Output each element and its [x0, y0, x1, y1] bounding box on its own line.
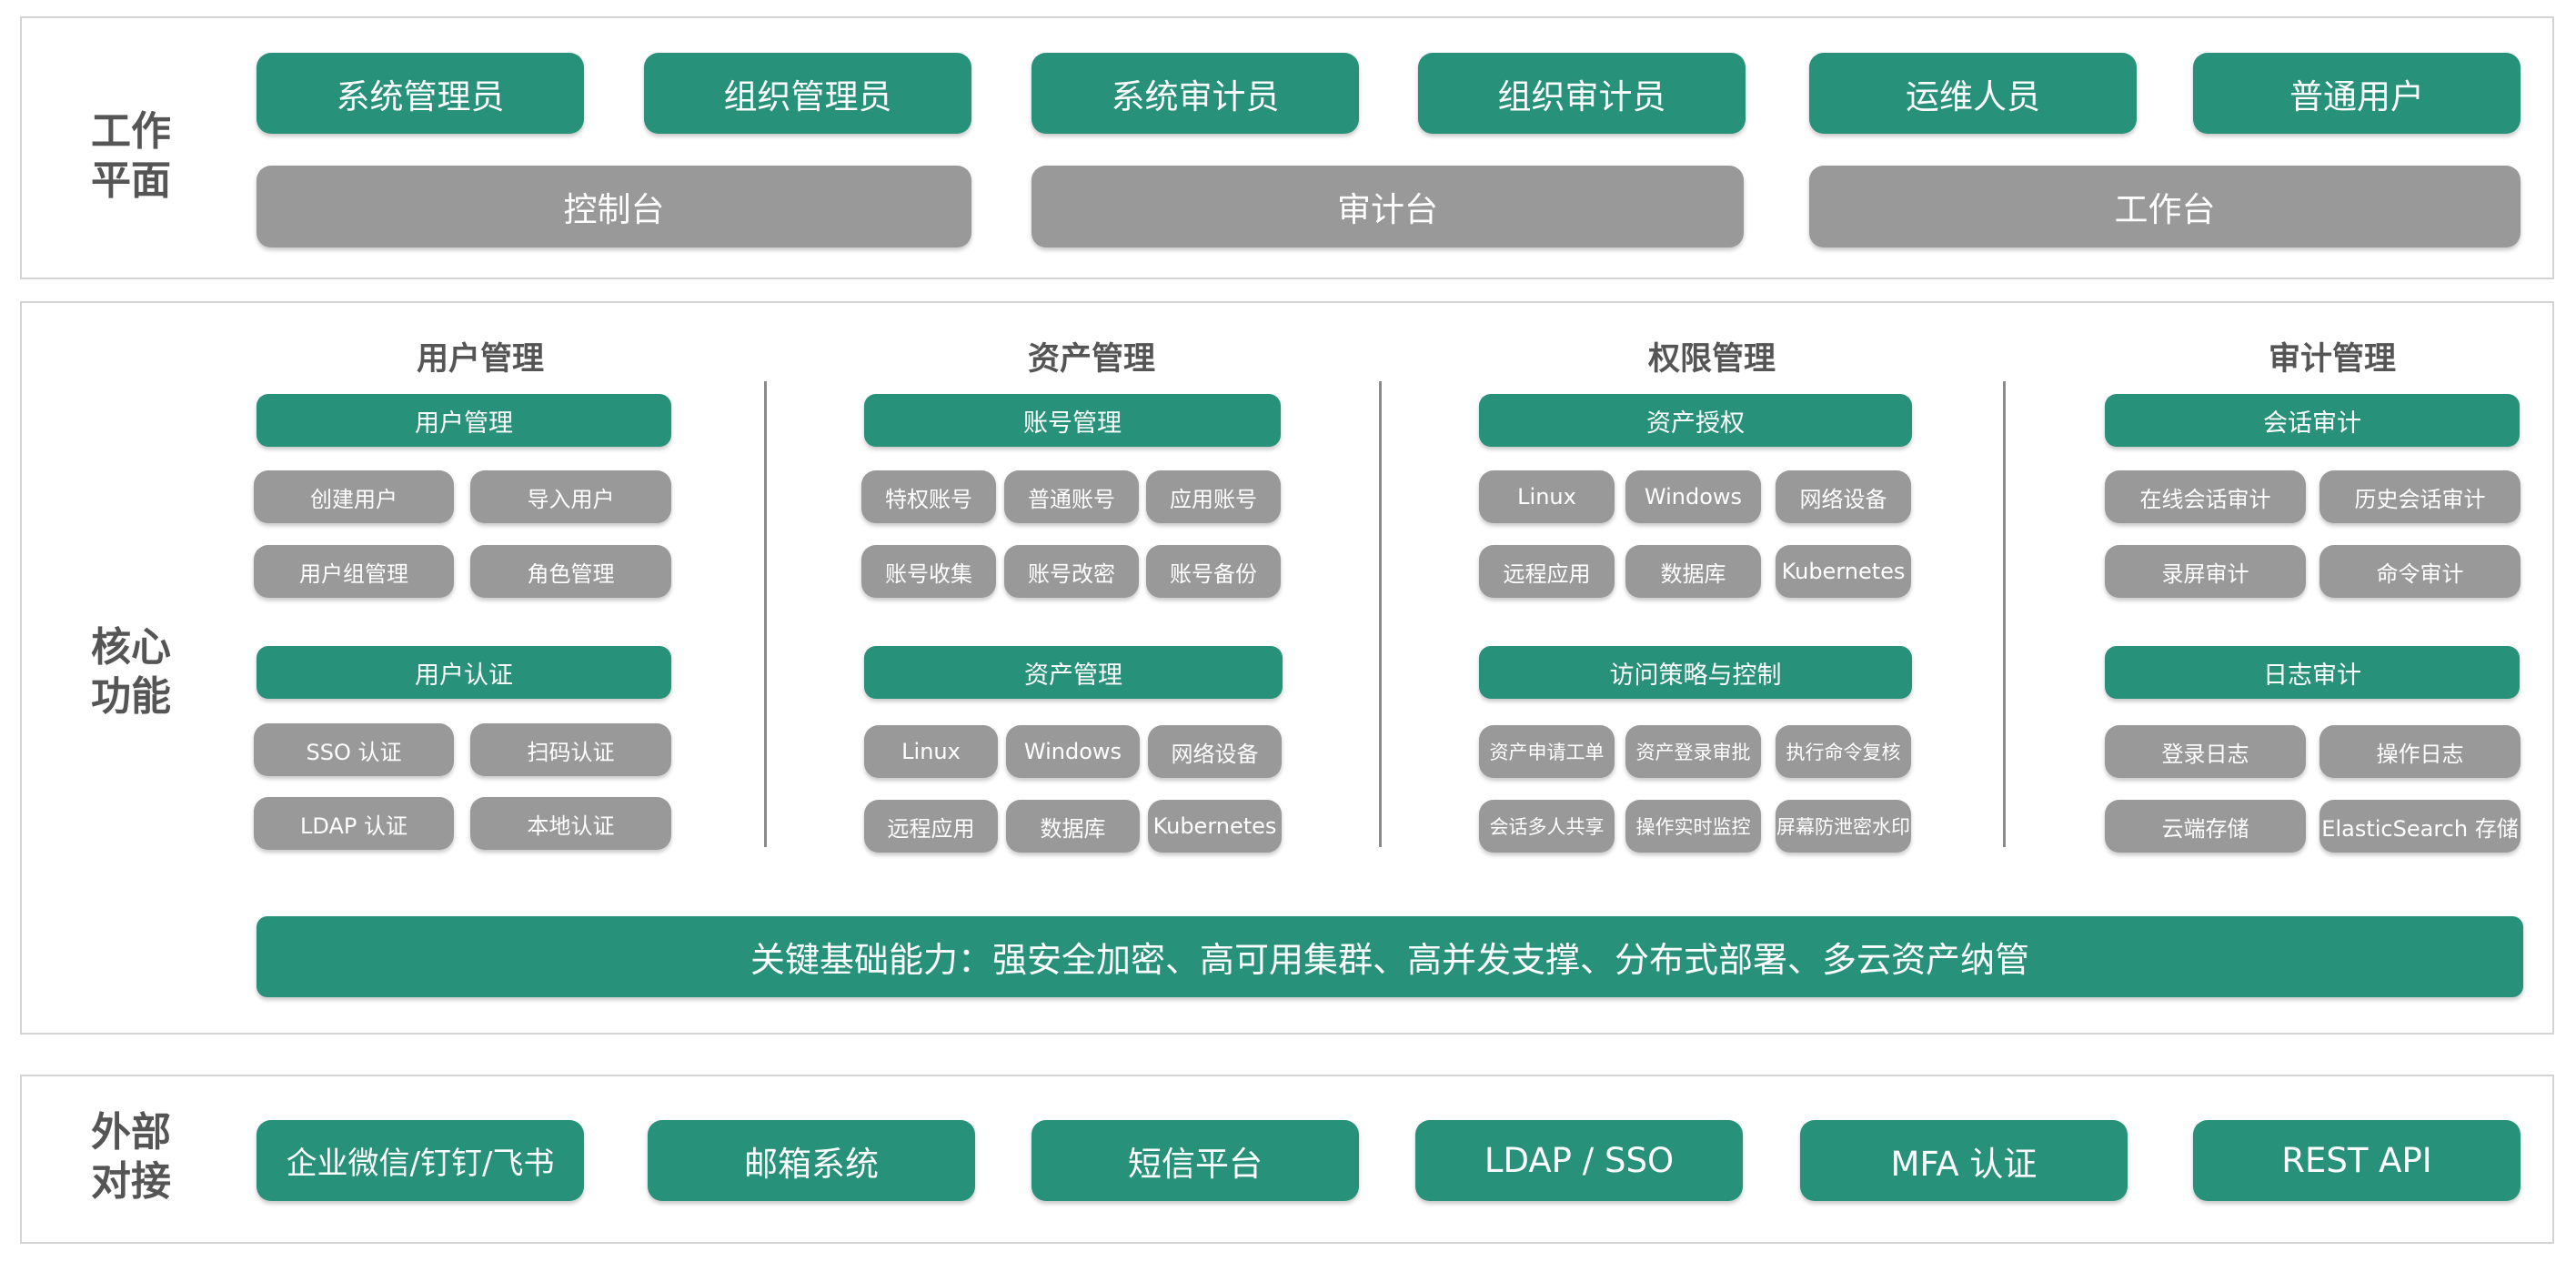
- item-session-sharing[interactable]: 会话多人共享: [1479, 800, 1615, 853]
- item-perm-windows[interactable]: Windows: [1625, 470, 1761, 523]
- role-system-admin[interactable]: 系统管理员: [257, 53, 584, 134]
- item-asset-login-approval[interactable]: 资产登录审批: [1625, 725, 1761, 778]
- item-asset-network-device[interactable]: 网络设备: [1148, 725, 1282, 778]
- item-account-collect[interactable]: 账号收集: [861, 545, 996, 598]
- group-header-user-mgmt[interactable]: 用户管理: [257, 394, 671, 447]
- item-privileged-account[interactable]: 特权账号: [861, 470, 996, 523]
- item-online-session-audit[interactable]: 在线会话审计: [2105, 470, 2306, 523]
- item-normal-account[interactable]: 普通账号: [1004, 470, 1139, 523]
- column-title-user-mgmt: 用户管理: [416, 341, 544, 378]
- item-local-auth[interactable]: 本地认证: [470, 797, 671, 850]
- external-mfa-auth[interactable]: MFA 认证: [1800, 1120, 2128, 1201]
- column-divider: [1379, 381, 1382, 847]
- foundation-capabilities-bar: 关键基础能力：强安全加密、高可用集群、高并发支撑、分布式部署、多云资产纳管: [257, 916, 2523, 997]
- item-ldap-auth[interactable]: LDAP 认证: [254, 797, 454, 850]
- item-asset-database[interactable]: 数据库: [1006, 800, 1140, 853]
- role-ops[interactable]: 运维人员: [1809, 53, 2137, 134]
- core-section: 核心 功能 用户管理 用户管理 创建用户 导入用户 用户组管理 角色管理 用户认…: [20, 301, 2554, 1035]
- item-app-account[interactable]: 应用账号: [1146, 470, 1281, 523]
- group-header-account-mgmt[interactable]: 账号管理: [864, 394, 1281, 447]
- item-operation-log[interactable]: 操作日志: [2319, 725, 2521, 778]
- role-normal-user[interactable]: 普通用户: [2193, 53, 2521, 134]
- console-audit[interactable]: 审计台: [1031, 166, 1744, 247]
- item-asset-windows[interactable]: Windows: [1006, 725, 1140, 778]
- external-title: 外部 对接: [76, 1108, 186, 1206]
- item-command-audit[interactable]: 命令审计: [2319, 545, 2521, 598]
- item-account-password-change[interactable]: 账号改密: [1004, 545, 1139, 598]
- item-import-user[interactable]: 导入用户: [470, 470, 671, 523]
- role-system-auditor[interactable]: 系统审计员: [1031, 53, 1359, 134]
- item-sso-auth[interactable]: SSO 认证: [254, 723, 454, 776]
- external-section: 外部 对接 企业微信/钉钉/飞书 邮箱系统 短信平台 LDAP / SSO MF…: [20, 1075, 2554, 1244]
- group-header-asset-authorization[interactable]: 资产授权: [1479, 394, 1912, 447]
- work-plane-title-line2: 平面: [91, 157, 171, 204]
- role-org-auditor[interactable]: 组织审计员: [1418, 53, 1746, 134]
- column-divider: [2003, 381, 2006, 847]
- item-user-group-mgmt[interactable]: 用户组管理: [254, 545, 454, 598]
- core-title-line2: 功能: [91, 673, 171, 720]
- group-header-access-policy[interactable]: 访问策略与控制: [1479, 646, 1912, 699]
- group-header-session-audit[interactable]: 会话审计: [2105, 394, 2520, 447]
- work-plane-title: 工作 平面: [76, 107, 186, 206]
- item-elasticsearch-storage[interactable]: ElasticSearch 存储: [2319, 800, 2521, 853]
- item-perm-database[interactable]: 数据库: [1625, 545, 1761, 598]
- console-control[interactable]: 控制台: [257, 166, 971, 247]
- column-title-audit-mgmt: 审计管理: [2268, 341, 2396, 378]
- work-plane-title-line1: 工作: [91, 108, 171, 155]
- external-ldap-sso[interactable]: LDAP / SSO: [1415, 1120, 1743, 1201]
- item-history-session-audit[interactable]: 历史会话审计: [2319, 470, 2521, 523]
- item-screen-record-audit[interactable]: 录屏审计: [2105, 545, 2306, 598]
- item-perm-kubernetes[interactable]: Kubernetes: [1776, 545, 1911, 598]
- work-plane-section: 工作 平面 系统管理员 组织管理员 系统审计员 组织审计员 运维人员 普通用户 …: [20, 16, 2554, 279]
- column-title-asset-mgmt: 资产管理: [1027, 341, 1155, 378]
- role-org-admin[interactable]: 组织管理员: [644, 53, 971, 134]
- item-qrcode-auth[interactable]: 扫码认证: [470, 723, 671, 776]
- console-work[interactable]: 工作台: [1809, 166, 2521, 247]
- column-title-permission-mgmt: 权限管理: [1647, 341, 1776, 378]
- external-sms-platform[interactable]: 短信平台: [1031, 1120, 1359, 1201]
- external-rest-api[interactable]: REST API: [2193, 1120, 2521, 1201]
- core-title: 核心 功能: [76, 623, 186, 722]
- external-im-integration[interactable]: 企业微信/钉钉/飞书: [257, 1120, 584, 1201]
- item-cloud-storage[interactable]: 云端存储: [2105, 800, 2306, 853]
- item-role-mgmt[interactable]: 角色管理: [470, 545, 671, 598]
- item-asset-kubernetes[interactable]: Kubernetes: [1148, 800, 1282, 853]
- item-account-backup[interactable]: 账号备份: [1146, 545, 1281, 598]
- group-header-log-audit[interactable]: 日志审计: [2105, 646, 2520, 699]
- item-asset-request-ticket[interactable]: 资产申请工单: [1479, 725, 1615, 778]
- item-login-log[interactable]: 登录日志: [2105, 725, 2306, 778]
- item-command-review[interactable]: 执行命令复核: [1776, 725, 1911, 778]
- group-header-asset-mgmt[interactable]: 资产管理: [864, 646, 1283, 699]
- external-title-line1: 外部: [91, 1109, 171, 1156]
- item-create-user[interactable]: 创建用户: [254, 470, 454, 523]
- column-divider: [764, 381, 767, 847]
- external-title-line2: 对接: [91, 1158, 171, 1205]
- item-perm-remote-app[interactable]: 远程应用: [1479, 545, 1615, 598]
- item-realtime-monitor[interactable]: 操作实时监控: [1625, 800, 1761, 853]
- group-header-user-auth[interactable]: 用户认证: [257, 646, 671, 699]
- item-perm-linux[interactable]: Linux: [1479, 470, 1615, 523]
- item-asset-remote-app[interactable]: 远程应用: [864, 800, 998, 853]
- item-asset-linux[interactable]: Linux: [864, 725, 998, 778]
- item-screen-watermark[interactable]: 屏幕防泄密水印: [1776, 800, 1911, 853]
- core-title-line1: 核心: [91, 624, 171, 671]
- item-perm-network-device[interactable]: 网络设备: [1776, 470, 1911, 523]
- external-mail-system[interactable]: 邮箱系统: [648, 1120, 975, 1201]
